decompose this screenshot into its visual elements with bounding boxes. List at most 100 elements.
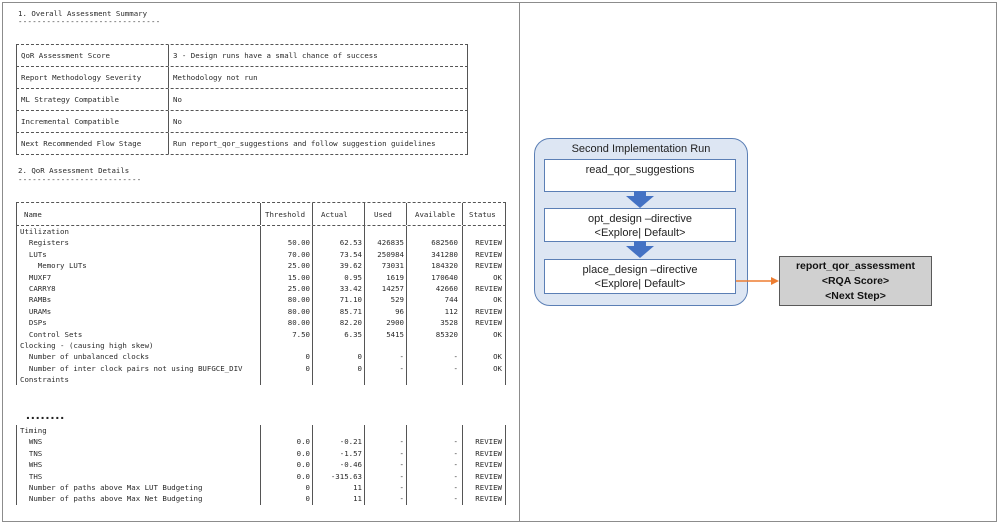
- cell-available: -: [453, 460, 458, 470]
- cell-status: REVIEW: [475, 482, 502, 492]
- row-label: ML Strategy Compatible: [21, 95, 119, 104]
- table-row: Incremental Compatible No: [16, 111, 468, 132]
- cell-status: REVIEW: [475, 306, 502, 316]
- cell-status: OK: [493, 352, 502, 362]
- cell-threshold: 0.0: [296, 471, 310, 481]
- cell-threshold: 0: [305, 363, 310, 373]
- cell-available: 744: [444, 295, 458, 305]
- section1-underline: ------------------------------: [18, 17, 161, 26]
- cell-status: REVIEW: [475, 437, 502, 447]
- cell-name: THS: [20, 471, 43, 481]
- step-read-qor-suggestions: read_qor_suggestions: [544, 159, 736, 192]
- cell-available: 682560: [431, 238, 458, 248]
- cell-name: Memory LUTs: [20, 261, 87, 271]
- table-row: Report Methodology Severity Methodology …: [16, 67, 468, 88]
- cell-used: 426835: [377, 238, 404, 248]
- cell-used: 529: [390, 295, 404, 305]
- cell-name: Number of paths above Max Net Budgeting: [20, 494, 203, 504]
- cell-name: Utilization: [20, 227, 69, 236]
- cell-status: REVIEW: [475, 494, 502, 504]
- cell-used: 14257: [381, 283, 404, 293]
- table-row: Next Recommended Flow Stage Run report_q…: [16, 133, 468, 154]
- step-place-design: place_design –directive <Explore| Defaul…: [544, 259, 736, 294]
- cell-available: -: [453, 437, 458, 447]
- cell-name: MUXF7: [20, 272, 52, 282]
- cell-actual: 6.35: [344, 329, 362, 339]
- section1-title: 1. Overall Assessment Summary: [18, 9, 148, 18]
- cell-available: -: [453, 448, 458, 458]
- row-label: QoR Assessment Score: [21, 51, 110, 60]
- cell-used: -: [399, 494, 404, 504]
- cell-name: RAMBs: [20, 295, 52, 305]
- cell-available: 42660: [435, 283, 458, 293]
- cell-actual: 73.54: [339, 249, 362, 259]
- cell-actual: 82.20: [339, 318, 362, 328]
- cell-actual: 85.71: [339, 306, 362, 316]
- cell-threshold: 0.0: [296, 448, 310, 458]
- cell-status: REVIEW: [475, 283, 502, 293]
- table-row: QoR Assessment Score 3 - Design runs hav…: [16, 45, 468, 66]
- cell-used: -: [399, 471, 404, 481]
- cell-threshold: 70.00: [287, 249, 310, 259]
- row-value: Methodology not run: [173, 73, 258, 82]
- cell-used: 5415: [386, 329, 404, 339]
- cell-name: Control Sets: [20, 329, 83, 339]
- ellipsis: ........: [26, 406, 66, 422]
- cell-actual: 0: [357, 352, 362, 362]
- step-label: opt_design –directive: [588, 213, 692, 225]
- cell-threshold: 0: [305, 482, 310, 492]
- cell-status: REVIEW: [475, 261, 502, 271]
- cell-available: -: [453, 471, 458, 481]
- cell-available: 112: [444, 306, 458, 316]
- cell-actual: -315.63: [330, 471, 362, 481]
- container-title: Second Implementation Run: [571, 143, 711, 155]
- cell-available: 170640: [431, 272, 458, 282]
- cell-name: WHS: [20, 460, 43, 470]
- cell-threshold: 0.0: [296, 437, 310, 447]
- down-arrow-icon: [626, 241, 654, 258]
- section2-title: 2. QoR Assessment Details: [18, 166, 130, 175]
- cell-name: Number of inter clock pairs not using BU…: [20, 363, 243, 373]
- table-row: Utilization: [16, 226, 506, 238]
- right-arrow-icon: [771, 277, 779, 285]
- cell-available: 341280: [431, 249, 458, 259]
- cell-used: -: [399, 352, 404, 362]
- step-label: read_qor_suggestions: [585, 164, 695, 176]
- cell-status: REVIEW: [475, 460, 502, 470]
- cell-threshold: 80.00: [287, 318, 310, 328]
- step-option: <Explore| Default>: [594, 227, 686, 239]
- table-row: Timing: [16, 425, 506, 437]
- cell-threshold: 7.50: [292, 329, 310, 339]
- header-threshold: Threshold: [265, 210, 306, 219]
- cell-name: Number of unbalanced clocks: [20, 352, 150, 362]
- assessment-next-step: <Next Step>: [825, 290, 886, 302]
- cell-threshold: 25.00: [287, 261, 310, 271]
- cell-threshold: 80.00: [287, 295, 310, 305]
- cell-available: 184320: [431, 261, 458, 271]
- cell-actual: -0.46: [339, 460, 362, 470]
- cell-used: 73031: [381, 261, 404, 271]
- cell-available: -: [453, 352, 458, 362]
- cell-status: REVIEW: [475, 448, 502, 458]
- cell-used: 96: [395, 306, 404, 316]
- cell-threshold: 50.00: [287, 238, 310, 248]
- step-label: place_design –directive: [582, 264, 698, 276]
- cell-used: -: [399, 363, 404, 373]
- assessment-summary-table: QoR Assessment Score 3 - Design runs hav…: [16, 44, 468, 155]
- header-name: Name: [24, 210, 42, 219]
- cell-name: LUTs: [20, 249, 47, 259]
- cell-threshold: 80.00: [287, 306, 310, 316]
- cell-actual: 11: [353, 482, 362, 492]
